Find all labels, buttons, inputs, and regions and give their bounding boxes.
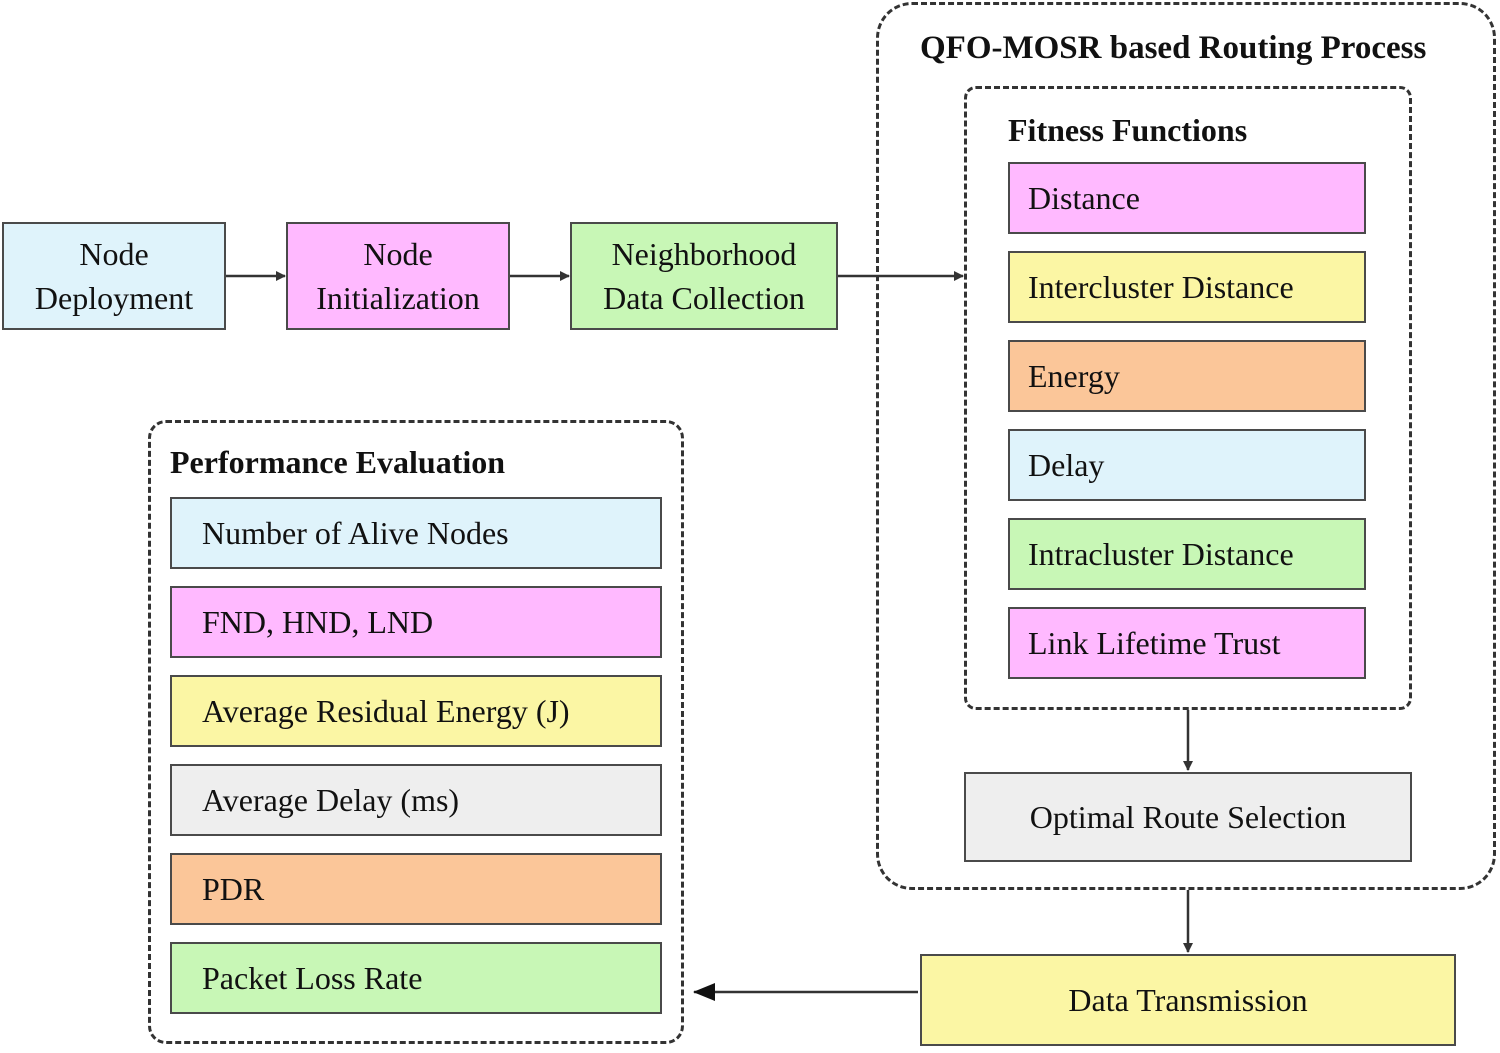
optimal-route-selection-box: Optimal Route Selection bbox=[964, 772, 1412, 862]
fitness-item-intracluster-distance: Intracluster Distance bbox=[1008, 518, 1366, 590]
fitness-functions-title: Fitness Functions bbox=[1008, 112, 1248, 148]
performance-evaluation-title: Performance Evaluation bbox=[170, 444, 506, 480]
node-deployment-line1: Node bbox=[79, 236, 149, 272]
performance-item-packet-loss-rate: Packet Loss Rate bbox=[170, 942, 662, 1014]
data-transmission-box: Data Transmission bbox=[920, 954, 1456, 1046]
fitness-item-energy: Energy bbox=[1008, 340, 1366, 412]
neighborhood-line1: Neighborhood bbox=[611, 236, 797, 272]
performance-item-average-delay: Average Delay (ms) bbox=[170, 764, 662, 836]
fitness-item-intercluster-distance: Intercluster Distance bbox=[1008, 251, 1366, 323]
fitness-item-delay: Delay bbox=[1008, 429, 1366, 501]
fitness-functions-group bbox=[964, 86, 1412, 710]
performance-item-pdr: PDR bbox=[170, 853, 662, 925]
neighborhood-line2: Data Collection bbox=[603, 280, 805, 316]
node-initialization-line2: Initialization bbox=[316, 280, 480, 316]
node-deployment-box: Node Deployment bbox=[2, 222, 226, 330]
performance-evaluation-group bbox=[148, 420, 684, 1044]
performance-item-residual-energy: Average Residual Energy (J) bbox=[170, 675, 662, 747]
fitness-item-link-lifetime-trust: Link Lifetime Trust bbox=[1008, 607, 1366, 679]
performance-item-alive-nodes: Number of Alive Nodes bbox=[170, 497, 662, 569]
routing-process-title: QFO-MOSR based Routing Process bbox=[920, 30, 1427, 66]
neighborhood-data-collection-box: Neighborhood Data Collection bbox=[570, 222, 838, 330]
node-initialization-line1: Node bbox=[363, 236, 433, 272]
node-deployment-line2: Deployment bbox=[34, 280, 194, 316]
node-initialization-box: Node Initialization bbox=[286, 222, 510, 330]
fitness-item-distance: Distance bbox=[1008, 162, 1366, 234]
routing-process-group bbox=[876, 2, 1496, 890]
performance-item-fnd-hnd-lnd: FND, HND, LND bbox=[170, 586, 662, 658]
